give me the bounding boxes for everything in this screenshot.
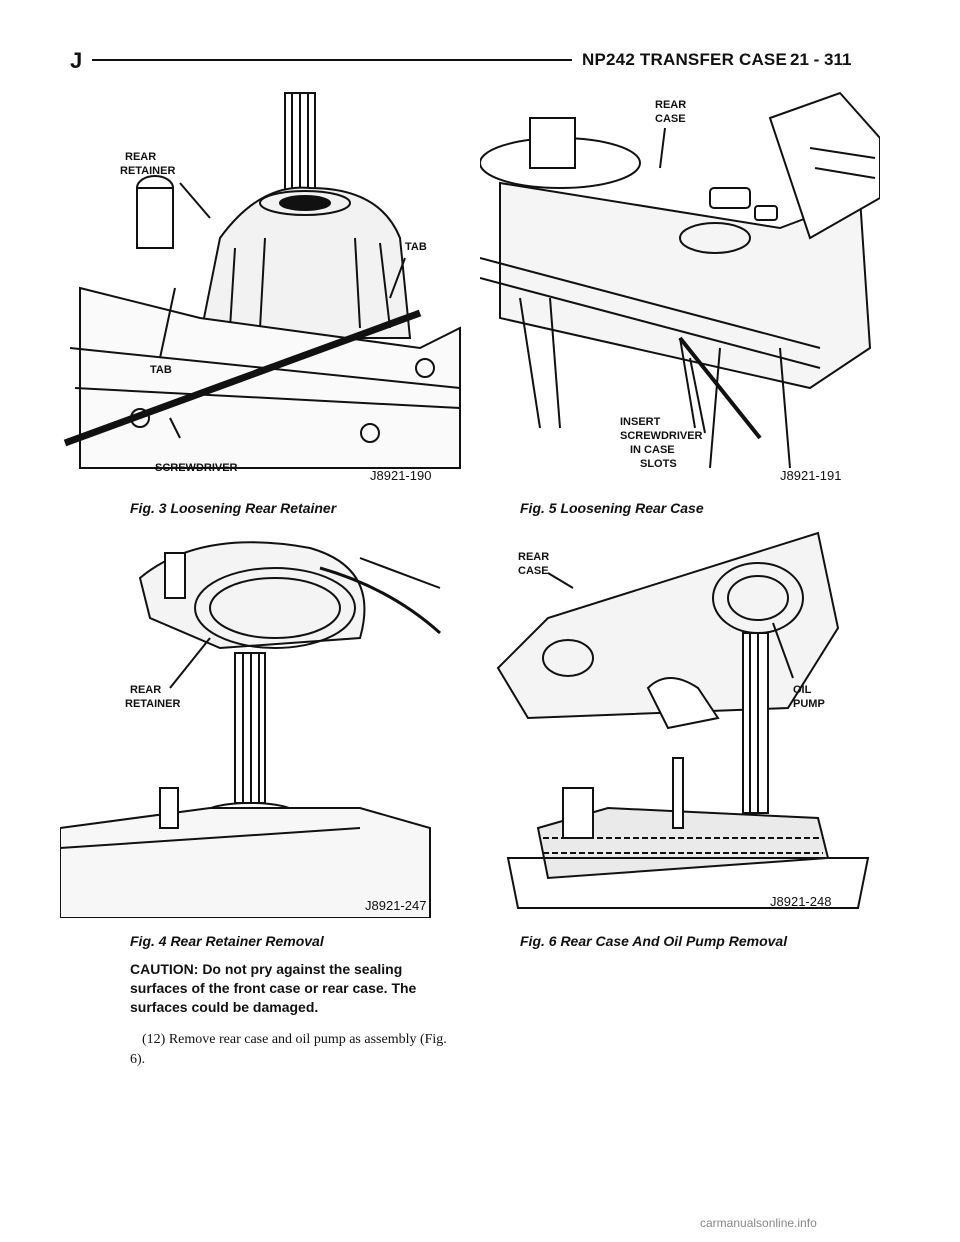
- fig5-label-rear: REAR: [655, 99, 686, 111]
- fig5-label-screwdriver: SCREWDRIVER: [620, 430, 703, 442]
- fig3-label-tab-right: TAB: [405, 241, 427, 253]
- fig3-caption: Fig. 3 Loosening Rear Retainer: [130, 500, 337, 516]
- fig3-code: J8921-190: [370, 468, 431, 483]
- fig6-label-oil: OIL: [793, 684, 812, 696]
- fig6-label-case: CASE: [518, 565, 549, 577]
- fig6-caption: Fig. 6 Rear Case And Oil Pump Removal: [520, 933, 788, 949]
- fig4-caption: Fig. 4 Rear Retainer Removal: [130, 933, 324, 949]
- fig5-code: J8921-191: [780, 468, 841, 483]
- figure-3: REAR RETAINER TAB TAB SCREWDRIVER J8921-…: [60, 88, 480, 488]
- fig6-code: J8921-248: [770, 894, 831, 909]
- header-title: NP242 TRANSFER CASE: [582, 50, 788, 69]
- fig3-label-retainer: RETAINER: [120, 165, 175, 177]
- fig4-label-retainer: RETAINER: [125, 698, 180, 710]
- figure-5-illustration: REAR CASE INSERT SCREWDRIVER IN CASE SLO…: [480, 91, 880, 483]
- fig6-label-pump: PUMP: [793, 698, 825, 710]
- fig4-code: J8921-247: [365, 898, 426, 913]
- watermark: carmanualsonline.info: [700, 1216, 817, 1230]
- figure-5: REAR CASE INSERT SCREWDRIVER IN CASE SLO…: [480, 88, 880, 488]
- fig5-label-slots: SLOTS: [640, 458, 677, 470]
- caution-text: CAUTION: Do not pry against the sealing …: [130, 961, 417, 1015]
- page-number: 21 - 311: [790, 50, 852, 69]
- header-letter: J: [70, 48, 83, 73]
- fig5-label-case: CASE: [655, 113, 686, 125]
- figure-3-illustration: REAR RETAINER TAB TAB SCREWDRIVER J8921-…: [63, 92, 461, 483]
- figure-4: REAR RETAINER J8921-247: [60, 528, 470, 918]
- fig5-label-insert: INSERT: [620, 416, 661, 428]
- figure-4-illustration: REAR RETAINER J8921-247: [60, 541, 442, 918]
- fig5-caption: Fig. 5 Loosening Rear Case: [520, 500, 704, 516]
- fig4-label-rear: REAR: [130, 684, 161, 696]
- figure-6-illustration: REAR CASE OIL PUMP J8921-248: [496, 531, 870, 909]
- figure-6: REAR CASE OIL PUMP J8921-248: [488, 528, 888, 918]
- fig3-label-tab-left: TAB: [150, 364, 172, 376]
- step-12-text: (12) Remove rear case and oil pump as as…: [130, 1032, 447, 1067]
- fig3-label-rear: REAR: [125, 151, 156, 163]
- fig6-label-rear: REAR: [518, 551, 549, 563]
- fig5-label-in-case: IN CASE: [630, 444, 675, 456]
- header-rule: [92, 59, 572, 61]
- fig3-label-screwdriver: SCREWDRIVER: [155, 462, 238, 474]
